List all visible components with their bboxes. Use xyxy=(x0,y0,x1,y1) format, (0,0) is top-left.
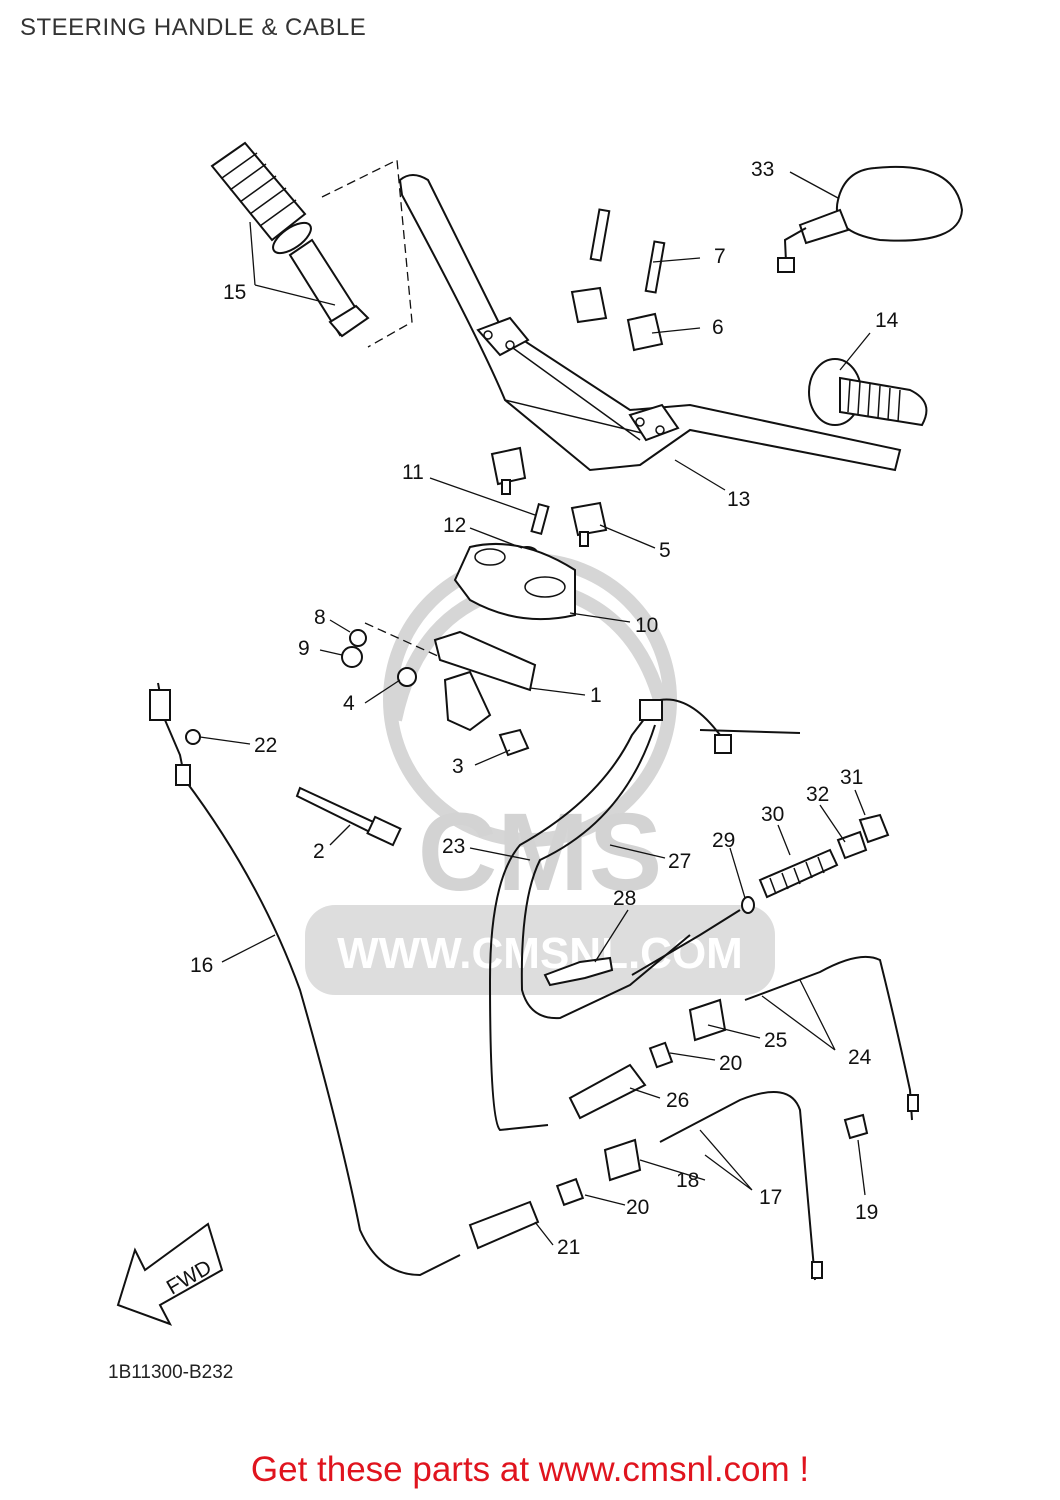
part-label: 18 xyxy=(676,1169,699,1192)
part-label: 13 xyxy=(727,488,750,511)
holder-bolts xyxy=(570,208,666,352)
part-label: 12 xyxy=(443,514,466,537)
part-label: 11 xyxy=(402,461,424,484)
part-label: 4 xyxy=(343,692,355,715)
watermark-logo-text: CMS xyxy=(418,791,662,914)
part-label: 17 xyxy=(759,1186,782,1209)
throttle-cable xyxy=(149,682,461,1277)
clutch-cable-loop xyxy=(488,698,801,1132)
part-label: 14 xyxy=(875,309,899,332)
part-number-labels: 1 2 3 4 5 6 7 8 9 10 11 12 13 14 15 16 1… xyxy=(190,158,899,1259)
part-label: 6 xyxy=(712,316,724,339)
part-label: 24 xyxy=(848,1046,872,1069)
leader-lines xyxy=(199,171,871,1246)
part-label: 15 xyxy=(223,281,246,304)
part-label: 5 xyxy=(659,539,671,562)
handlebar-cover xyxy=(453,542,576,621)
part-label: 7 xyxy=(714,245,726,268)
part-label: 28 xyxy=(613,887,636,910)
promo-link[interactable]: Get these parts at www.cmsnl.com ! xyxy=(250,1450,810,1489)
handlebar xyxy=(398,174,902,472)
part-label: 22 xyxy=(254,734,277,757)
part-label: 20 xyxy=(626,1196,649,1219)
cable-bracket xyxy=(341,622,537,757)
part-label: 30 xyxy=(761,803,784,826)
cable-tie xyxy=(295,786,402,847)
part-label: 10 xyxy=(635,614,658,637)
page-title: STEERING HANDLE & CABLE xyxy=(20,14,367,41)
part-label: 1 xyxy=(590,684,602,707)
part-label: 9 xyxy=(298,637,310,660)
part-label: 3 xyxy=(452,755,464,778)
part-label: 19 xyxy=(855,1201,878,1224)
part-label: 16 xyxy=(190,954,213,977)
part-label: 8 xyxy=(314,606,326,629)
part-label: 26 xyxy=(666,1089,689,1112)
part-label: 33 xyxy=(751,158,774,181)
adjuster-parts xyxy=(543,813,890,987)
lower-cable-set xyxy=(468,1063,869,1281)
upper-cable-set xyxy=(648,955,919,1121)
part-label: 21 xyxy=(557,1236,580,1259)
part-label: 2 xyxy=(313,840,325,863)
part-label: 31 xyxy=(840,766,863,789)
watermark-url-text: WWW.CMSNL.COM xyxy=(337,929,743,978)
diagram-code: 1B11300-B232 xyxy=(108,1362,234,1383)
right-grip xyxy=(808,358,928,427)
part-label: 20 xyxy=(719,1052,742,1075)
part-label: 25 xyxy=(764,1029,787,1052)
watermark-logo: CMS WWW.CMSNL.COM xyxy=(305,553,775,995)
part-label: 27 xyxy=(668,850,691,873)
part-label: 32 xyxy=(806,783,829,806)
left-grip xyxy=(210,141,413,348)
mirror xyxy=(777,166,964,273)
part-label: 29 xyxy=(712,829,735,852)
fwd-arrow: FWD xyxy=(116,1222,224,1326)
lower-holders xyxy=(490,446,608,560)
part-label: 23 xyxy=(442,835,465,858)
